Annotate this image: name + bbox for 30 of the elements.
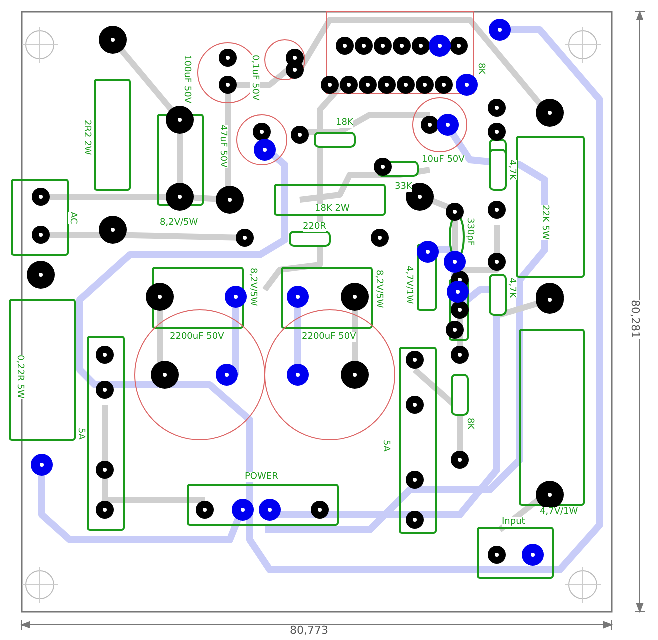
component-label: 18K bbox=[336, 118, 354, 128]
component-label: 4,7V/1W bbox=[540, 507, 578, 517]
component-label: 5A bbox=[76, 428, 86, 440]
component-label: 2200uF 50V bbox=[170, 332, 224, 342]
component-label: 4,7V/1W bbox=[404, 266, 414, 304]
component-label: 18K 2W bbox=[315, 204, 350, 214]
component-label: 220R bbox=[303, 222, 326, 232]
component-label: 8K bbox=[476, 63, 486, 75]
component-label: 8,2V/5W bbox=[374, 270, 384, 308]
component-label: 0,1uF 50V bbox=[250, 55, 260, 101]
component-label: 33K bbox=[395, 182, 412, 192]
component-label: 4,7K bbox=[507, 278, 517, 298]
component-label: 8K bbox=[465, 418, 475, 430]
component-label: 5A bbox=[381, 440, 391, 452]
component-label: 8,2V/5W bbox=[160, 218, 198, 228]
component-label: 2200uF 50V bbox=[302, 332, 356, 342]
component-label: 2R2 2W bbox=[82, 120, 92, 156]
component-label: POWER bbox=[245, 472, 278, 482]
dimension-label: 80,773 bbox=[290, 626, 328, 636]
dimension-label: 80,281 bbox=[630, 300, 640, 338]
component-label: 22K 5W bbox=[540, 205, 550, 240]
component-label: 330pF bbox=[465, 218, 475, 246]
component-label: AC bbox=[68, 212, 78, 224]
component-label: 100uF 50V bbox=[182, 55, 192, 104]
component-label: 10uF 50V bbox=[422, 155, 465, 165]
component-label: 0,22R 5W bbox=[15, 355, 25, 399]
component-label: Input bbox=[502, 517, 526, 527]
component-label: 4,7K bbox=[507, 160, 517, 180]
component-label: 47uF 50V bbox=[218, 125, 228, 168]
component-label: 8,2V/5W bbox=[248, 268, 258, 306]
